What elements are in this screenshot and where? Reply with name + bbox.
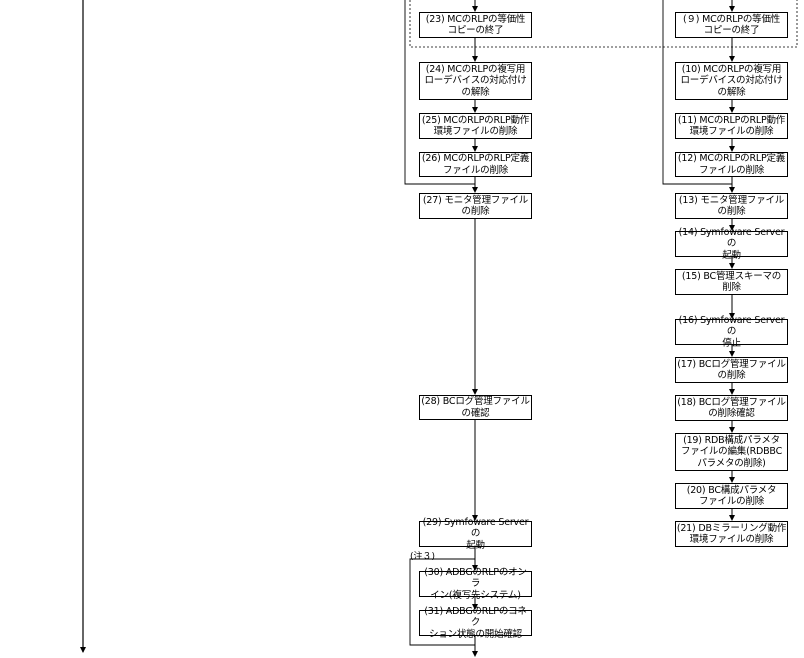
step-23-label: (23) MCのRLPの等価性 コピーの終了 bbox=[425, 13, 526, 37]
step-10-label: (10) MCのRLPの複写用 ローデバイスの対応付け の解除 bbox=[680, 63, 783, 98]
step-21-box: (21) DBミラーリング動作 環境ファイルの削除 bbox=[675, 521, 788, 547]
step-19-box: (19) RDB構成パラメタ ファイルの編集(RDBBC パラメタの削除) bbox=[675, 433, 788, 471]
step-17-box: (17) BCログ管理ファイル の削除 bbox=[675, 357, 788, 383]
step-18-label: (18) BCログ管理ファイル の削除確認 bbox=[677, 396, 786, 420]
right-loop-line bbox=[662, 0, 732, 185]
step-9-label: (９) MCのRLPの等価性 コピーの終了 bbox=[682, 13, 781, 37]
step-29-label: (29) Symfoware Serverの 起動 bbox=[422, 516, 529, 551]
step-28-box: (28) BCログ管理ファイル の確認 bbox=[419, 395, 532, 420]
step-20-box: (20) BC構成パラメタ ファイルの削除 bbox=[675, 483, 788, 509]
step-27-box: (27) モニタ管理ファイル の削除 bbox=[419, 193, 532, 219]
step-25-label: (25) MCのRLPのRLP動作 環境ファイルの削除 bbox=[421, 114, 530, 138]
step-30-label: (30) ADBGのRLPのオンラ イン(複写先システム) bbox=[424, 566, 527, 601]
step-11-label: (11) MCのRLPのRLP動作 環境ファイルの削除 bbox=[677, 114, 786, 138]
step-25-box: (25) MCのRLPのRLP動作 環境ファイルの削除 bbox=[419, 113, 532, 139]
step-16-box: (16) Symfoware Serverの 停止 bbox=[675, 315, 788, 349]
step-10-box: (10) MCのRLPの複写用 ローデバイスの対応付け の解除 bbox=[675, 62, 788, 100]
step-18-box: (18) BCログ管理ファイル の削除確認 bbox=[675, 395, 788, 421]
step-29-box: (29) Symfoware Serverの 起動 bbox=[419, 517, 532, 551]
step-24-box: (24) MCのRLPの複写用 ローデバイスの対応付け の解除 bbox=[419, 62, 532, 100]
step-19-label: (19) RDB構成パラメタ ファイルの編集(RDBBC パラメタの削除) bbox=[680, 434, 783, 469]
step-13-box: (13) モニタ管理ファイル の削除 bbox=[675, 193, 788, 219]
step-17-label: (17) BCログ管理ファイル の削除 bbox=[677, 358, 786, 382]
step-9-box: (９) MCのRLPの等価性 コピーの終了 bbox=[675, 12, 788, 38]
step-31-label: (31) ADBGのRLPのコネク ション状態の開始確認 bbox=[424, 605, 527, 640]
step-24-label: (24) MCのRLPの複写用 ローデバイスの対応付け の解除 bbox=[424, 63, 527, 98]
step-20-label: (20) BC構成パラメタ ファイルの削除 bbox=[686, 484, 777, 508]
note-3-label: (注３) bbox=[410, 552, 436, 562]
step-21-label: (21) DBミラーリング動作 環境ファイルの削除 bbox=[676, 522, 787, 546]
step-26-box: (26) MCのRLPのRLP定義 ファイルの削除 bbox=[419, 152, 532, 177]
step-26-label: (26) MCのRLPのRLP定義 ファイルの削除 bbox=[421, 153, 530, 176]
step-30-box: (30) ADBGのRLPのオンラ イン(複写先システム) bbox=[419, 567, 532, 601]
step-23-box: (23) MCのRLPの等価性 コピーの終了 bbox=[419, 12, 532, 38]
step-27-label: (27) モニタ管理ファイル の削除 bbox=[422, 194, 529, 218]
left-loop-line bbox=[404, 0, 475, 185]
step-15-box: (15) BC管理スキーマの 削除 bbox=[675, 269, 788, 295]
step-15-label: (15) BC管理スキーマの 削除 bbox=[681, 270, 782, 294]
step-12-box: (12) MCのRLPのRLP定義 ファイルの削除 bbox=[675, 152, 788, 177]
step-12-label: (12) MCのRLPのRLP定義 ファイルの削除 bbox=[677, 153, 786, 176]
step-14-box: (14) Symfoware Serverの 起動 bbox=[675, 227, 788, 261]
step-13-label: (13) モニタ管理ファイル の削除 bbox=[678, 194, 785, 218]
step-28-label: (28) BCログ管理ファイル の確認 bbox=[421, 396, 530, 419]
step-16-label: (16) Symfoware Serverの 停止 bbox=[678, 314, 785, 349]
dashed-group-border bbox=[409, 0, 798, 48]
step-14-label: (14) Symfoware Serverの 起動 bbox=[678, 226, 785, 261]
note-loop-line bbox=[409, 558, 475, 646]
step-11-box: (11) MCのRLPのRLP動作 環境ファイルの削除 bbox=[675, 113, 788, 139]
step-31-box: (31) ADBGのRLPのコネク ション状態の開始確認 bbox=[419, 606, 532, 640]
